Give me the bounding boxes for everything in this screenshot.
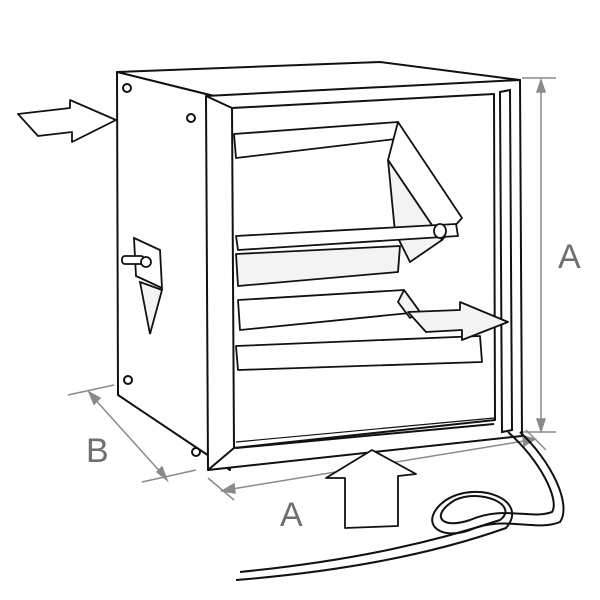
dim-tick-front	[141, 469, 197, 483]
handle-pivot	[140, 256, 152, 268]
dim-tick-right	[525, 429, 547, 451]
airflow-in-arrow	[17, 99, 117, 143]
dim-arrowhead-down	[535, 418, 547, 434]
damper-handle	[121, 236, 164, 335]
dim-arrowhead-left	[219, 482, 236, 494]
gasket-loose-end-inner	[235, 431, 565, 581]
dimension-height	[520, 77, 556, 434]
damper-blades	[233, 121, 483, 371]
gasket-vertical	[498, 88, 514, 434]
blade-bottom	[235, 335, 483, 371]
dim-tick-left	[207, 477, 235, 501]
airflow-up-arrow	[325, 449, 417, 529]
frame-corner-tl	[205, 95, 233, 109]
frame-bottom-rail	[235, 417, 495, 443]
handle-lever	[138, 280, 164, 335]
frame-bottom-inner	[235, 423, 495, 449]
dim-arrowhead-front	[155, 465, 169, 483]
box-side-face	[116, 71, 231, 471]
rod-end	[433, 223, 447, 239]
dimension-depth	[67, 384, 197, 483]
screw-bottom-front	[191, 447, 201, 457]
dim-line-depth	[91, 395, 165, 477]
label-height: A	[558, 238, 581, 276]
label-width: A	[280, 496, 303, 534]
gasket-loose-end-outer	[239, 431, 555, 573]
blade-middle	[235, 245, 401, 287]
screw-top-back	[122, 83, 132, 93]
airflow-arrows	[17, 99, 509, 529]
dim-arrowhead-back	[87, 390, 102, 406]
blade-rod	[235, 223, 459, 251]
dim-arrowhead-up	[535, 77, 547, 93]
screw-top-front	[186, 113, 196, 123]
screw-bottom-back	[123, 375, 133, 385]
frame-corner-bl	[207, 447, 235, 471]
dim-tick-back	[67, 384, 115, 396]
label-depth: B	[86, 432, 109, 470]
airflow-through-arrow	[407, 301, 509, 341]
